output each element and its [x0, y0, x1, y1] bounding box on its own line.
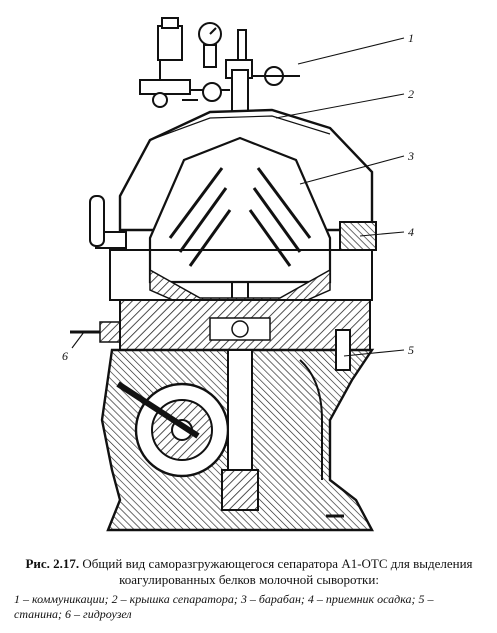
- caption-title-text: Общий вид саморазгружающегося сепаратора…: [82, 556, 473, 587]
- gear-housing: [119, 299, 371, 351]
- callout-4: 4: [408, 225, 414, 239]
- sight-glass: [89, 195, 105, 247]
- callout-5: 5: [408, 343, 414, 357]
- callout-2: 2: [408, 87, 414, 101]
- callout-leaders: [71, 37, 405, 357]
- separator-drawing: 1 2 3 4 5 6: [62, 17, 414, 532]
- figure-caption: Рис. 2.17. Общий вид саморазгружающегося…: [14, 556, 484, 622]
- communications-assembly: [139, 17, 300, 108]
- callout-3: 3: [407, 149, 414, 163]
- callout-6: 6: [62, 349, 68, 363]
- caption-label: Рис. 2.17.: [25, 556, 80, 571]
- caption-title: Рис. 2.17. Общий вид саморазгружающегося…: [14, 556, 484, 588]
- separator-frame: [100, 329, 375, 532]
- caption-legend: 1 – коммуникации; 2 – крышка сепаратора;…: [14, 592, 434, 621]
- callout-1: 1: [408, 31, 414, 45]
